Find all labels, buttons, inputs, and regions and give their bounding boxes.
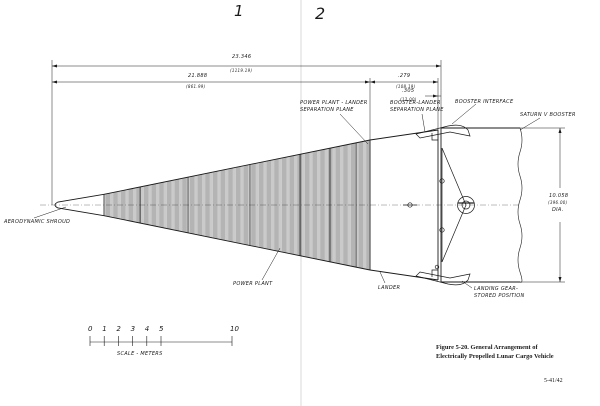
scale-tick-label: 4: [144, 325, 150, 333]
booster-sep-distance-value: .279: [398, 73, 411, 79]
interface-distance-value: .305: [402, 88, 415, 94]
page-reference: 5-41/42: [544, 378, 563, 384]
scale-tick-label: 5: [159, 325, 164, 333]
lander-structure: [403, 124, 475, 286]
interface-distance-inches: (12.00): [400, 97, 417, 102]
scale-tick-label: 0: [88, 325, 93, 333]
panel-dividers: [103, 142, 357, 268]
dimension-lines: [51, 60, 565, 283]
lander-sep-distance-inches: (861.99): [186, 84, 206, 89]
booster-sep-distance-inches: (108.19): [396, 84, 416, 89]
diameter-inches: (396.00): [548, 200, 568, 205]
leader-lines: [33, 103, 541, 289]
booster-lander-sep-label-2: SEPARATION PLANE: [390, 107, 444, 113]
power-plant-lander-sep-label-1: POWER PLANT - LANDER: [300, 100, 368, 106]
scale-label: SCALE - METERS: [117, 351, 163, 357]
scale-tick-label: 2: [116, 325, 121, 333]
power-plant-lander-sep-label-2: SEPARATION PLANE: [300, 107, 354, 113]
figure-caption-line-1: Figure 5-20. General Arrangement of: [436, 344, 538, 351]
scale-bar: [89, 336, 233, 346]
page-number-right: 2: [315, 4, 326, 23]
scale-tick-label: 3: [130, 325, 136, 333]
diameter-unit: DIA.: [552, 207, 564, 213]
power-plant-label: POWER PLANT: [233, 281, 273, 287]
overall-length-inches: (1119.19): [230, 68, 253, 73]
booster-interface-label: BOOSTER INTERFACE: [455, 99, 514, 105]
scale-tick-label: 1: [102, 325, 107, 333]
scale-tick-label: 10: [230, 325, 239, 333]
lander-sep-distance-value: 21.888: [188, 73, 208, 79]
diameter-value: 10.058: [549, 193, 569, 199]
aerodynamic-shroud-outline: [54, 193, 105, 217]
figure-caption-line-2: Electrically Propelled Lunar Cargo Vehic…: [436, 353, 554, 360]
saturn-booster-label: SATURN V BOOSTER: [520, 112, 576, 118]
overall-length-value: 23.346: [232, 54, 252, 60]
aerodynamic-shroud-label: AERODYNAMIC SHROUD: [4, 219, 71, 225]
landing-gear-label-1: LANDING GEAR-: [474, 286, 519, 292]
booster-lander-sep-label-1: BOOSTER-LANDER: [390, 100, 441, 106]
page-number-left: 1: [234, 2, 244, 20]
lander-label: LANDER: [378, 285, 401, 291]
dimension-arrowheads: [52, 64, 562, 282]
landing-gear-label-2: STORED POSITION: [474, 293, 525, 299]
